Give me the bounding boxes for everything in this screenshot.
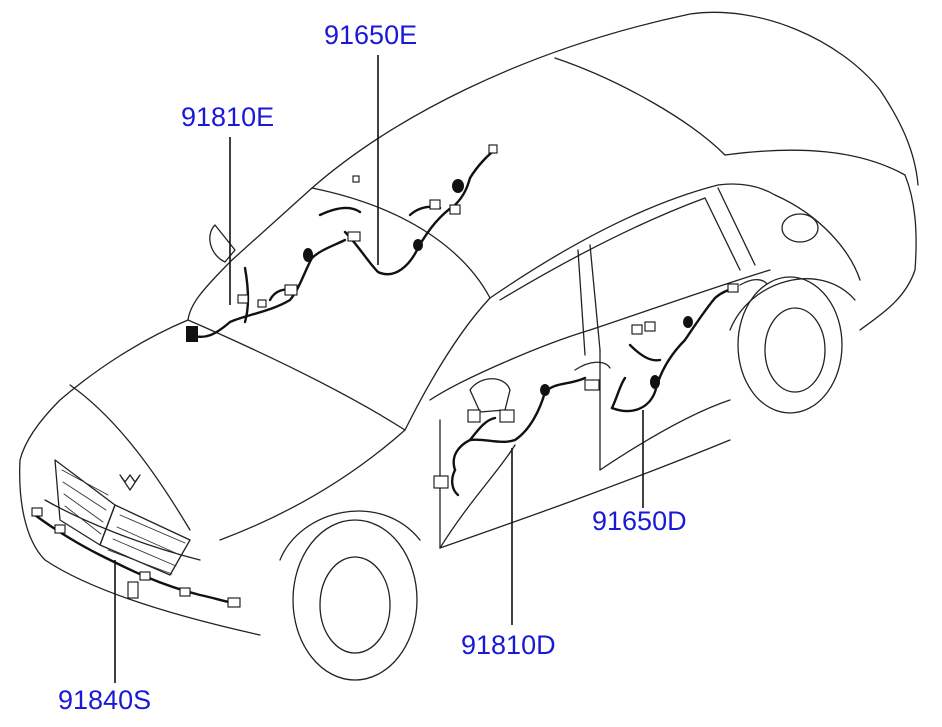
part-label-91650D[interactable]: 91650D [592, 506, 687, 536]
harness-91650E-wires [318, 144, 498, 276]
part-label-91840S[interactable]: 91840S [58, 685, 152, 715]
part-label-91650E[interactable]: 91650E [324, 20, 418, 50]
harness-91810E-wires [186, 238, 347, 342]
car-body [19, 11, 919, 681]
leader-lines [114, 55, 644, 683]
harness-91840S-wires [31, 507, 241, 608]
harness-91650D-wires [610, 283, 739, 413]
part-label-91810D[interactable]: 91810D [461, 630, 556, 660]
part-label-91810E[interactable]: 91810E [181, 102, 275, 132]
harness-91810D-wires [433, 376, 600, 497]
connector-front-left [186, 326, 198, 342]
